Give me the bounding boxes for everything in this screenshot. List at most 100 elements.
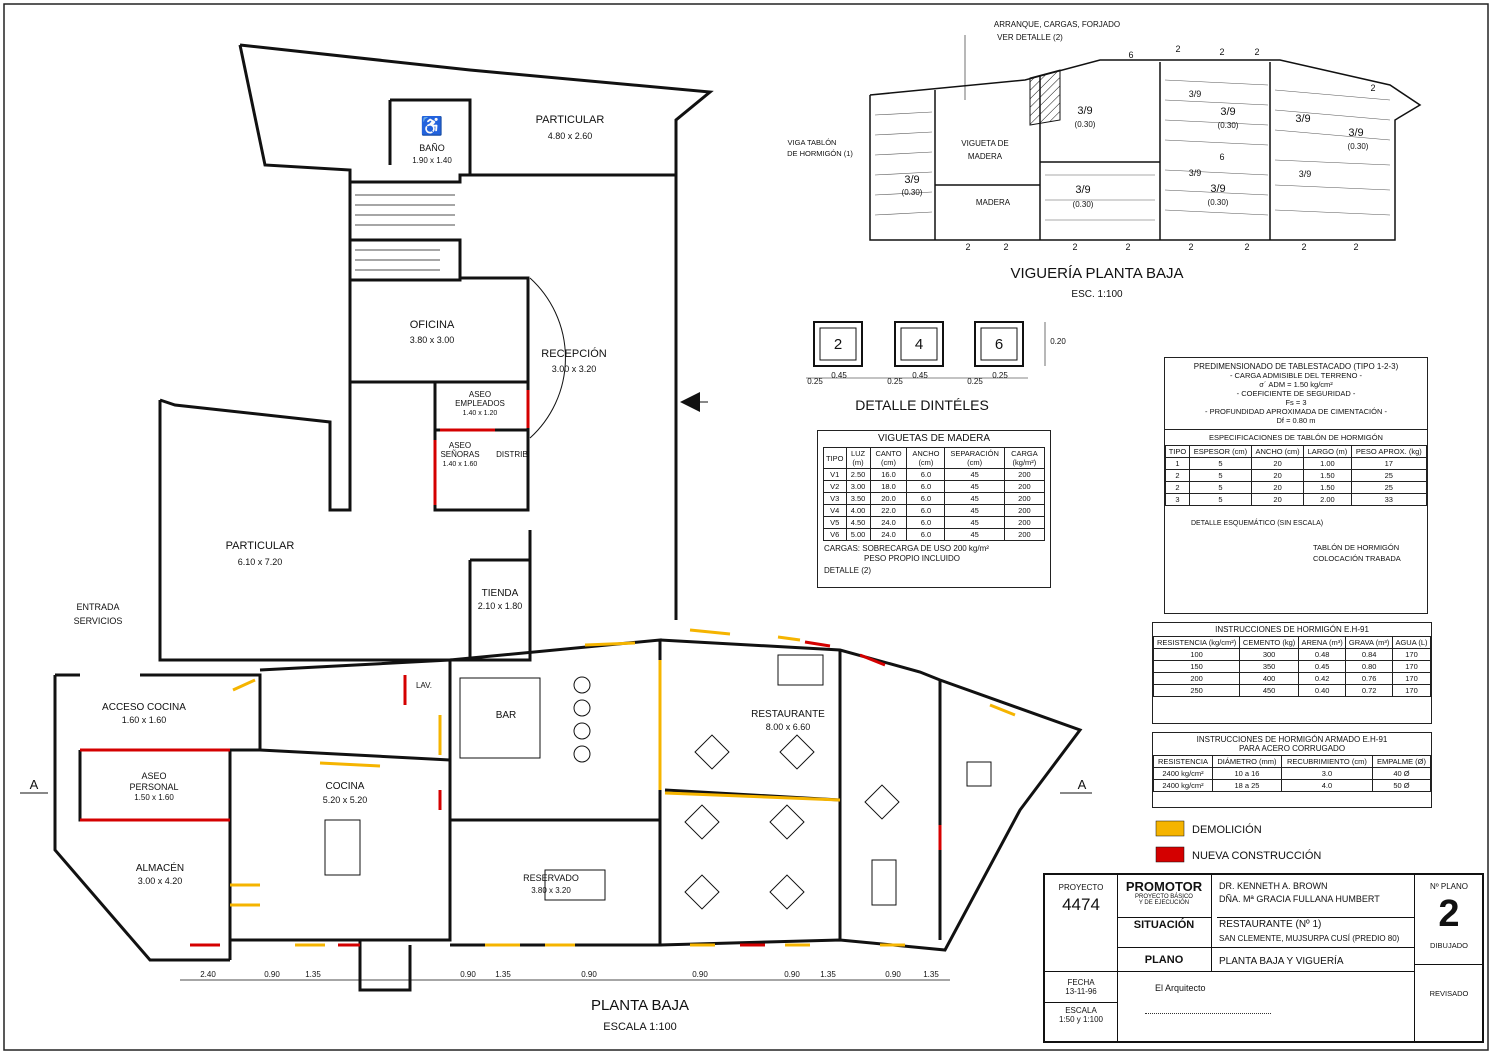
- vig-h0: TIPO: [823, 447, 847, 469]
- demolition-marks: [230, 628, 1016, 947]
- vig-frac-1: 3/9: [904, 174, 919, 186]
- vig-frac-6: 3/9: [1295, 113, 1310, 125]
- hormigon-table: RESISTENCIA (kg/cm²) CEMENTO (kg) ARENA …: [1152, 636, 1432, 697]
- vig-num-2j: 2: [1219, 47, 1224, 57]
- dintel-1-side: 0.25: [807, 377, 823, 386]
- dim-6: 0.90: [692, 970, 708, 979]
- tb-promotor: PROMOTOR: [1125, 879, 1203, 894]
- entrance-label-1: ENTRADA: [76, 602, 119, 612]
- cell: 18.0: [869, 480, 908, 493]
- cell: 350: [1239, 660, 1299, 673]
- room-reservado-dim: 3.80 x 3.20: [531, 886, 571, 895]
- vig-num-2e: 2: [1188, 242, 1193, 252]
- cell: 3.00: [845, 480, 871, 493]
- tb-fecha: 13-11-96: [1065, 987, 1097, 996]
- cell: 3: [1165, 493, 1190, 506]
- vig-h2: CANTO (cm): [869, 447, 908, 469]
- cell: V3: [823, 492, 847, 505]
- cell: 20: [1250, 481, 1305, 494]
- vig-frac-2: 3/9: [1077, 105, 1092, 117]
- armado-title-2: PARA ACERO CORRUGADO: [1238, 744, 1346, 753]
- cell: 22.0: [869, 504, 908, 517]
- dintel-1-num: 2: [834, 336, 842, 353]
- vig-frac-5-dim: (0.30): [1208, 198, 1229, 207]
- vig-frac-5: 3/9: [1210, 183, 1225, 195]
- room-tienda-dim: 2.10 x 1.80: [478, 601, 523, 611]
- dintel-1-w: 0.45: [831, 371, 847, 380]
- dim-3: 0.90: [460, 970, 476, 979]
- cell: 170: [1391, 660, 1432, 673]
- cell: 2400 kg/cm²: [1152, 779, 1214, 792]
- cell: 6.0: [906, 528, 946, 541]
- tb-nplano: 2: [1438, 893, 1460, 935]
- cell: 45: [944, 480, 1005, 493]
- restaurant-tables: [324, 654, 992, 910]
- cell: 16.0: [869, 468, 908, 481]
- tb-promotor-sub2: Y DE EJECUCIÓN: [1138, 900, 1190, 906]
- dim-9: 0.90: [885, 970, 901, 979]
- predim-l6: Df = 0.80 m: [1276, 416, 1316, 425]
- room-bano-dim: 1.90 x 1.40: [412, 156, 452, 165]
- cell: 6.0: [906, 504, 946, 517]
- tb-promotor-sub1: PROYECTO BÁSICO: [1135, 894, 1193, 900]
- room-bano-name: BAÑO: [419, 143, 445, 153]
- tb-situacion-l1: RESTAURANTE (Nº 1): [1219, 919, 1322, 930]
- tb-arquitecto: El Arquitecto: [1155, 983, 1206, 993]
- vig-h1: LUZ (m): [845, 447, 871, 469]
- plan-walls: [53, 43, 1083, 992]
- room-aseo-personal-name: ASEO: [141, 771, 166, 781]
- cell: 1: [1165, 457, 1190, 470]
- cell: 170: [1391, 672, 1432, 685]
- vig-frac-4-dim: (0.30): [1218, 121, 1239, 130]
- room-cocina-name: COCINA: [326, 781, 365, 792]
- hatched-zone: [1029, 69, 1061, 126]
- tb-plano-val: PLANTA BAJA Y VIGUERÍA: [1219, 956, 1344, 967]
- viguetas-note-2: PESO PROPIO INCLUIDO: [864, 554, 961, 563]
- dim-10: 1.35: [923, 970, 939, 979]
- vig-num-2i: 2: [1175, 44, 1180, 54]
- vig-frac-7: 3/9: [1348, 127, 1363, 139]
- vig-frac-3-dim: (0.30): [1073, 200, 1094, 209]
- cell: 5.00: [845, 528, 871, 541]
- cell: 45: [944, 528, 1005, 541]
- room-aseo-senoras-name: ASEO: [449, 441, 471, 450]
- room-acceso-cocina-dim: 1.60 x 1.60: [122, 715, 167, 725]
- cell: 400: [1239, 672, 1299, 685]
- cell: 0.48: [1297, 648, 1347, 661]
- room-aseo-senoras-dim: 1.40 x 1.60: [443, 461, 478, 468]
- cell: 2.00: [1303, 493, 1352, 506]
- room-oficina-name: OFICINA: [410, 319, 455, 331]
- entrance-arrow: [680, 392, 700, 412]
- vigueria-outline: [869, 59, 1422, 241]
- dim-7: 0.90: [784, 970, 800, 979]
- spec-table: TIPO ESPESOR (cm) ANCHO (cm) LARGO (m) P…: [1165, 445, 1428, 506]
- tb-proyecto-num: 4474: [1062, 895, 1100, 914]
- arm-h0: RESISTENCIA: [1152, 755, 1214, 768]
- detail-note-2: COLOCACIÓN TRABADA: [1313, 554, 1401, 563]
- spec-h4: PESO APROX. (kg): [1350, 445, 1428, 458]
- vig-madera: MADERA: [968, 152, 1003, 161]
- vig-frac-4: 3/9: [1220, 106, 1235, 118]
- room-recepcion-name: RECEPCIÓN: [541, 347, 606, 360]
- arm-h3: EMPALME (Ø): [1371, 755, 1432, 768]
- sheet-border: [3, 3, 1489, 1051]
- vig-note-1: ARRANQUE, CARGAS, FORJADO: [994, 20, 1120, 29]
- cell: 200: [1003, 504, 1046, 517]
- armado-table: RESISTENCIA DIÁMETRO (mm) RECUBRIMIENTO …: [1152, 755, 1432, 792]
- vig-num-2c: 2: [1072, 242, 1077, 252]
- cell: V5: [823, 516, 847, 529]
- room-particular-big-dim: 6.10 x 7.20: [238, 557, 283, 567]
- room-bar-name: BAR: [496, 710, 517, 721]
- room-almacen-name: ALMACÉN: [136, 861, 184, 874]
- vig-num-2a: 2: [965, 242, 970, 252]
- dinteles-title: DETALLE DINTÉLES: [855, 397, 989, 413]
- vig-h4: SEPARACIÓN (cm): [944, 447, 1005, 469]
